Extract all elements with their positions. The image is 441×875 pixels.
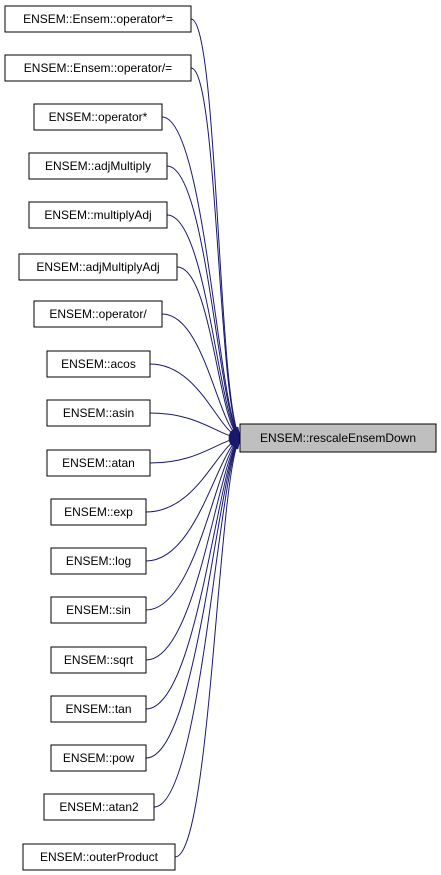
nodes: ENSEM::Ensem::operator*=ENSEM::Ensem::op… bbox=[4, 5, 437, 871]
node-label: ENSEM::atan2 bbox=[59, 800, 139, 814]
node-box bbox=[46, 399, 151, 427]
node-label: ENSEM::multiplyAdj bbox=[44, 208, 151, 222]
node-label: ENSEM::operator/ bbox=[49, 307, 147, 321]
node-box bbox=[46, 350, 151, 378]
node-label: ENSEM::operator* bbox=[49, 110, 148, 124]
caller-node-ensem-operator[interactable]: ENSEM::operator/ bbox=[33, 300, 163, 328]
node-label: ENSEM::tan bbox=[65, 702, 131, 716]
caller-node-ensem-acos[interactable]: ENSEM::acos bbox=[46, 350, 151, 378]
caller-node-ensem-adjmultiply[interactable]: ENSEM::adjMultiply bbox=[28, 152, 168, 180]
node-label: ENSEM::acos bbox=[61, 357, 136, 371]
caller-node-ensem-operator[interactable]: ENSEM::operator* bbox=[33, 103, 163, 131]
node-label: ENSEM::adjMultiplyAdj bbox=[36, 260, 159, 274]
edge-ensem-atan bbox=[149, 437, 241, 464]
caller-node-ensem-sqrt[interactable]: ENSEM::sqrt bbox=[50, 646, 147, 674]
edge-ensem-exp bbox=[145, 437, 241, 513]
caller-node-ensem-multiplyadj[interactable]: ENSEM::multiplyAdj bbox=[28, 201, 168, 229]
caller-node-ensem-atan[interactable]: ENSEM::atan bbox=[46, 449, 151, 477]
edge-ensem-asin bbox=[149, 412, 241, 439]
caller-node-ensem-ensem-operator[interactable]: ENSEM::Ensem::operator*= bbox=[4, 5, 192, 33]
edge-ensem-pow bbox=[145, 437, 241, 759]
edge-ensem-multiplyadj bbox=[166, 214, 241, 439]
node-box bbox=[4, 5, 192, 33]
node-label: ENSEM::sin bbox=[66, 603, 131, 617]
edge-ensem-tan bbox=[145, 437, 241, 710]
node-box bbox=[50, 695, 147, 723]
target-node-box bbox=[239, 423, 437, 453]
node-box bbox=[18, 253, 178, 281]
arrowhead-ensem-outerproduct bbox=[230, 436, 241, 450]
edge-ensem-adjmultiplyadj bbox=[176, 266, 241, 439]
node-box bbox=[4, 54, 192, 82]
edge-ensem-sqrt bbox=[145, 437, 241, 661]
edge-ensem-atan2 bbox=[153, 437, 241, 808]
node-box bbox=[50, 547, 147, 575]
node-label: ENSEM::Ensem::operator*= bbox=[23, 12, 173, 26]
edge-ensem-ensem-operator bbox=[190, 18, 241, 439]
node-box bbox=[50, 744, 147, 772]
caller-node-ensem-pow[interactable]: ENSEM::pow bbox=[50, 744, 147, 772]
node-label: ENSEM::asin bbox=[63, 406, 134, 420]
caller-node-ensem-log[interactable]: ENSEM::log bbox=[50, 547, 147, 575]
node-label: ENSEM::adjMultiply bbox=[45, 159, 151, 173]
edge-ensem-outerproduct bbox=[174, 437, 241, 858]
node-box bbox=[50, 498, 147, 526]
node-label: ENSEM::atan bbox=[62, 456, 135, 470]
edge-ensem-sin bbox=[145, 437, 241, 611]
caller-node-ensem-ensem-operator[interactable]: ENSEM::Ensem::operator/= bbox=[4, 54, 192, 82]
edge-ensem-ensem-operator bbox=[190, 67, 241, 439]
caller-node-ensem-asin[interactable]: ENSEM::asin bbox=[46, 399, 151, 427]
caller-node-ensem-adjmultiplyadj[interactable]: ENSEM::adjMultiplyAdj bbox=[18, 253, 178, 281]
node-label: ENSEM::exp bbox=[64, 505, 133, 519]
node-box bbox=[43, 793, 155, 821]
node-box bbox=[33, 103, 163, 131]
edge-ensem-adjmultiply bbox=[166, 165, 241, 439]
node-box bbox=[33, 300, 163, 328]
node-label: ENSEM::pow bbox=[63, 751, 135, 765]
node-box bbox=[46, 449, 151, 477]
node-label: ENSEM::sqrt bbox=[64, 653, 134, 667]
node-box bbox=[28, 152, 168, 180]
target-node: ENSEM::rescaleEnsemDown bbox=[239, 423, 437, 453]
caller-node-ensem-sin[interactable]: ENSEM::sin bbox=[50, 596, 147, 624]
edge-ensem-operator bbox=[161, 116, 241, 439]
target-node-label: ENSEM::rescaleEnsemDown bbox=[260, 431, 416, 445]
caller-node-ensem-atan2[interactable]: ENSEM::atan2 bbox=[43, 793, 155, 821]
node-label: ENSEM::Ensem::operator/= bbox=[24, 61, 172, 75]
caller-node-ensem-tan[interactable]: ENSEM::tan bbox=[50, 695, 147, 723]
caller-node-ensem-outerproduct[interactable]: ENSEM::outerProduct bbox=[22, 843, 176, 871]
node-box bbox=[22, 843, 176, 871]
node-box bbox=[50, 646, 147, 674]
node-label: ENSEM::outerProduct bbox=[40, 850, 159, 864]
node-box bbox=[50, 596, 147, 624]
edges bbox=[145, 18, 242, 858]
caller-node-ensem-exp[interactable]: ENSEM::exp bbox=[50, 498, 147, 526]
node-box bbox=[28, 201, 168, 229]
node-label: ENSEM::log bbox=[66, 554, 131, 568]
